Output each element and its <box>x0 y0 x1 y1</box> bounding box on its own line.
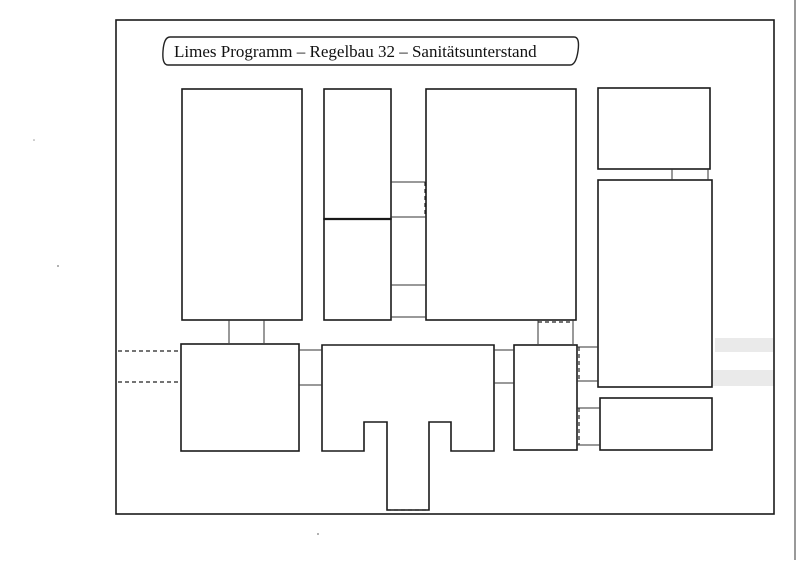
title-box: Limes Programm – Regelbau 32 – Sanitätsu… <box>162 36 580 66</box>
room-tall-right <box>597 179 713 388</box>
connector-left <box>228 320 265 343</box>
connector-center <box>537 320 574 344</box>
room-narrow-lower <box>323 218 392 321</box>
passage-right-mid <box>577 346 598 382</box>
room-large-left <box>181 88 303 321</box>
passage-lower <box>391 284 426 318</box>
outer-frame <box>115 19 775 515</box>
room-bottom-small <box>513 344 578 451</box>
room-narrow-upper <box>323 88 392 220</box>
room-small-top-right <box>597 87 711 170</box>
room-bottom-left <box>180 343 300 452</box>
passage-right-upper <box>671 169 709 180</box>
entrance-left <box>118 350 181 383</box>
passage-upper <box>391 181 426 218</box>
diagram-title: Limes Programm – Regelbau 32 – Sanitätsu… <box>174 42 537 61</box>
passage-bottom-center <box>494 349 514 384</box>
passage-bottom-left <box>299 349 322 386</box>
passage-right-low <box>577 407 600 446</box>
room-large-center <box>425 88 577 321</box>
room-bottom-center-t-shape <box>321 344 495 511</box>
room-small-bottom-right <box>599 397 713 451</box>
scan-artifacts <box>33 0 796 560</box>
